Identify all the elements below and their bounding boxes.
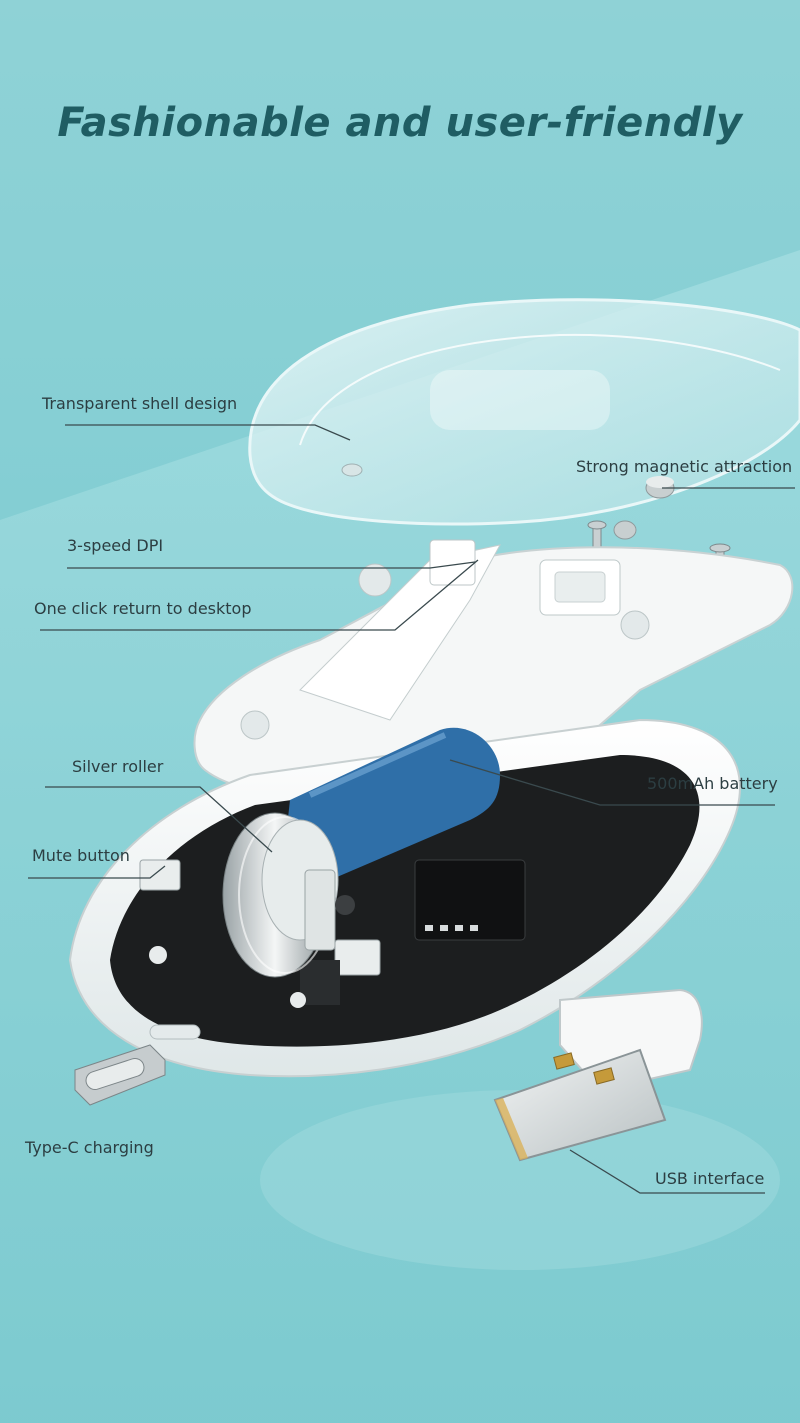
label-magnetic-attraction: Strong magnetic attraction [576,457,793,476]
label-usb-interface: USB interface [655,1169,765,1188]
reflection [260,1090,780,1270]
leader-roller [45,786,273,853]
transparent-shell [248,298,800,526]
label-transparent-shell: Transparent shell design [42,394,238,413]
leader-mute [28,865,166,879]
label-return-desktop: One click return to desktop [34,599,252,618]
label-typec-charging: Type-C charging [25,1138,154,1157]
leader-usb [569,1149,765,1194]
headline: Fashionable and user-friendly [57,100,743,146]
leader-dpi [67,561,476,569]
leader-lines [28,424,795,1194]
silver-roller [222,812,355,978]
leader-battery [449,759,775,806]
label-battery: 500mAh battery [647,774,778,793]
label-mute-button: Mute button [32,846,130,865]
leader-shell [65,424,351,441]
label-dpi: 3-speed DPI [67,536,164,555]
usb-receiver [493,988,703,1162]
battery [285,727,500,883]
label-silver-roller: Silver roller [72,757,164,776]
typec-connector [74,1044,166,1106]
leader-desktop [40,559,479,631]
